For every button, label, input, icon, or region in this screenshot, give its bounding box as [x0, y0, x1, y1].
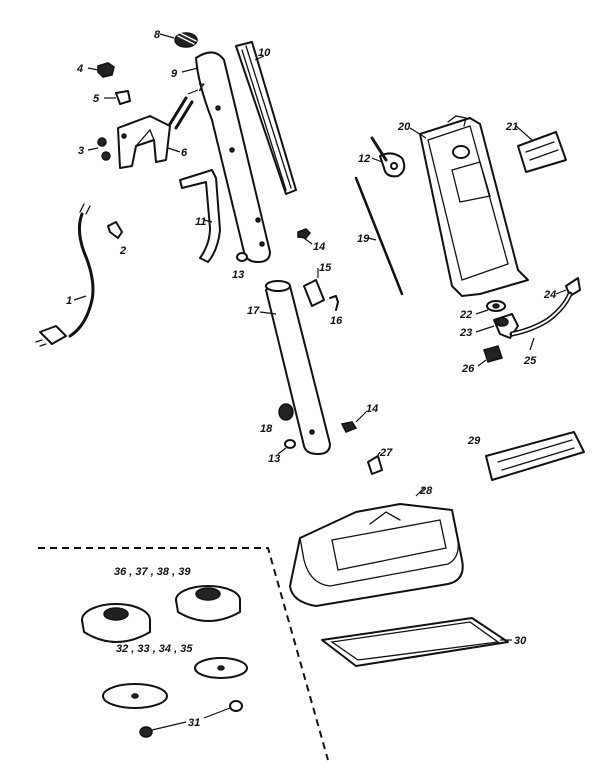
- callout-12: 12: [358, 153, 370, 165]
- callout-19: 19: [357, 233, 370, 245]
- part-21-label-plate: 21: [505, 121, 567, 173]
- callout-30b: 30: [514, 635, 527, 647]
- part-19-rod: 19: [354, 176, 404, 296]
- part-27-clip: 27: [367, 447, 393, 475]
- part-18-knob: 18: [260, 403, 294, 435]
- part-14-screw-upper: 14: [297, 228, 325, 253]
- part-13-screw-lower: 13: [268, 439, 296, 465]
- callout-27: 27: [379, 447, 393, 459]
- part-28-base-housing: 28: [289, 485, 464, 607]
- callout-8: 8: [154, 29, 161, 41]
- callout-3: 3: [78, 145, 84, 157]
- part-29-nameplate: 29: [467, 431, 585, 481]
- part-13-screw-upper: 13: [232, 252, 248, 281]
- part-3-nuts: 3: [78, 137, 111, 161]
- part-31-drive-hubs: 31: [139, 700, 243, 738]
- callout-28: 28: [419, 485, 433, 497]
- part-15-bracket: 15: [303, 262, 332, 307]
- callout-14b: 14: [366, 403, 378, 415]
- callout-10: 10: [258, 47, 271, 59]
- callout-13b: 13: [268, 453, 280, 465]
- callout-9: 9: [171, 68, 178, 80]
- callout-4: 4: [76, 63, 83, 75]
- callout-21: 21: [505, 121, 518, 133]
- part-24-clip: 24: [543, 277, 581, 301]
- part-6-bracket: 6: [117, 115, 188, 169]
- part-10-handle-rail: 10: [235, 41, 297, 195]
- part-20-bag-housing: 20: [397, 115, 529, 297]
- callout-18: 18: [260, 423, 273, 435]
- callout-5: 5: [93, 93, 100, 105]
- callout-25: 25: [523, 355, 537, 367]
- callout-20: 20: [397, 121, 411, 133]
- part-11-hook: 11: [179, 169, 221, 263]
- callout-24: 24: [543, 289, 556, 301]
- part-5-clip: 5: [93, 90, 131, 105]
- part-30-tray: 30: [321, 617, 527, 667]
- part-26-cap: 26: [461, 345, 503, 375]
- callout-7: 7: [198, 82, 205, 94]
- part-2-plug-clip: 2: [107, 221, 126, 257]
- callout-23: 23: [459, 327, 472, 339]
- part-1-power-cord: 1: [35, 203, 95, 347]
- callout-13a: 13: [232, 269, 244, 281]
- part-25-hose: 25: [509, 291, 573, 367]
- callout-brushes: 36 , 37 , 38 , 39: [114, 566, 191, 578]
- parts-32-35-pads: 32 , 33 , 34 , 35: [102, 643, 248, 709]
- part-22-washer: 22: [459, 300, 506, 321]
- callout-pads: 32 , 33 , 34 , 35: [116, 643, 193, 655]
- part-17-lower-tube: 17: [247, 280, 331, 455]
- part-16-screw: 16: [329, 295, 343, 327]
- callout-2: 2: [119, 245, 126, 257]
- part-9-upper-handle: 9: [171, 51, 271, 263]
- part-7-screws: 7: [168, 82, 205, 130]
- callout-22: 22: [459, 309, 472, 321]
- part-14-screw-lower: 14: [340, 403, 378, 433]
- callout-16: 16: [330, 315, 343, 327]
- accessory-kit-boundary: [38, 547, 329, 761]
- parts-36-39-brushes: 36 , 37 , 38 , 39: [81, 566, 241, 643]
- part-8-grip-cap: 8: [154, 29, 198, 48]
- callout-31: 31: [188, 717, 200, 729]
- callout-17: 17: [247, 305, 260, 317]
- callout-15: 15: [319, 262, 332, 274]
- callout-29: 29: [467, 435, 481, 447]
- callout-6: 6: [181, 147, 188, 159]
- part-12-latch: 12: [358, 136, 406, 178]
- callout-11: 11: [195, 216, 206, 228]
- part-4-knob: 4: [76, 62, 115, 78]
- callout-1: 1: [66, 295, 72, 307]
- callout-26: 26: [461, 363, 475, 375]
- callout-14a: 14: [313, 241, 325, 253]
